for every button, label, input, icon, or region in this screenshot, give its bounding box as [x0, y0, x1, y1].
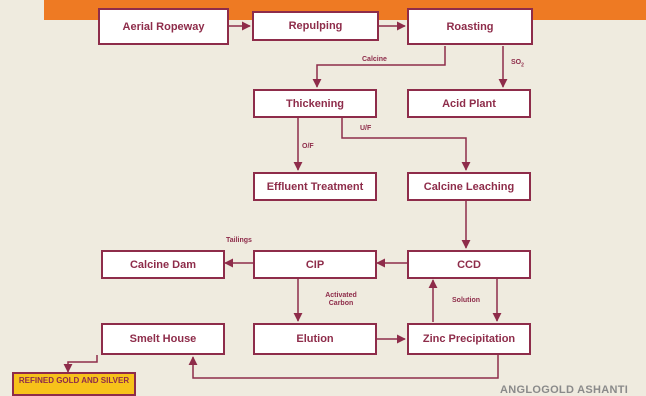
node-repulping: Repulping — [252, 11, 379, 41]
label-solution: Solution — [452, 297, 480, 304]
node-elution: Elution — [253, 323, 377, 355]
label-so2-text: SO — [511, 59, 522, 66]
node-aerial-ropeway: Aerial Ropeway — [98, 8, 229, 45]
arrow-zinc-to-smelt — [188, 355, 499, 379]
label-so2-subscript: 2 — [521, 62, 524, 69]
label-tailings: Tailings — [226, 237, 252, 244]
node-smelt-house: Smelt House — [101, 323, 225, 355]
node-roasting: Roasting — [407, 8, 533, 45]
arrow-roasting-to-thickening — [312, 46, 446, 88]
node-cip: CIP — [253, 250, 377, 279]
node-ccd: CCD — [407, 250, 531, 279]
node-acid-plant: Acid Plant — [407, 89, 531, 118]
anglogold-ashanti-logo: ANGLOGOLD ASHANTI — [500, 384, 629, 396]
node-zinc-precipitation: Zinc Precipitation — [407, 323, 531, 355]
label-of: O/F — [302, 143, 314, 150]
node-effluent-treatment: Effluent Treatment — [253, 172, 377, 201]
node-calcine-leaching: Calcine Leaching — [407, 172, 531, 201]
node-refined-gold-silver: REFINED GOLD AND SILVER — [12, 372, 136, 396]
node-thickening: Thickening — [253, 89, 377, 118]
label-activated-carbon: Activated Carbon — [325, 292, 357, 307]
label-so2: SO2 — [511, 59, 524, 69]
arrow-thickening-to-leaching — [341, 118, 471, 171]
arrow-smelt-to-refined — [63, 355, 98, 373]
label-uf: U/F — [360, 125, 372, 132]
label-calcine: Calcine — [362, 56, 387, 63]
node-calcine-dam: Calcine Dam — [101, 250, 225, 279]
